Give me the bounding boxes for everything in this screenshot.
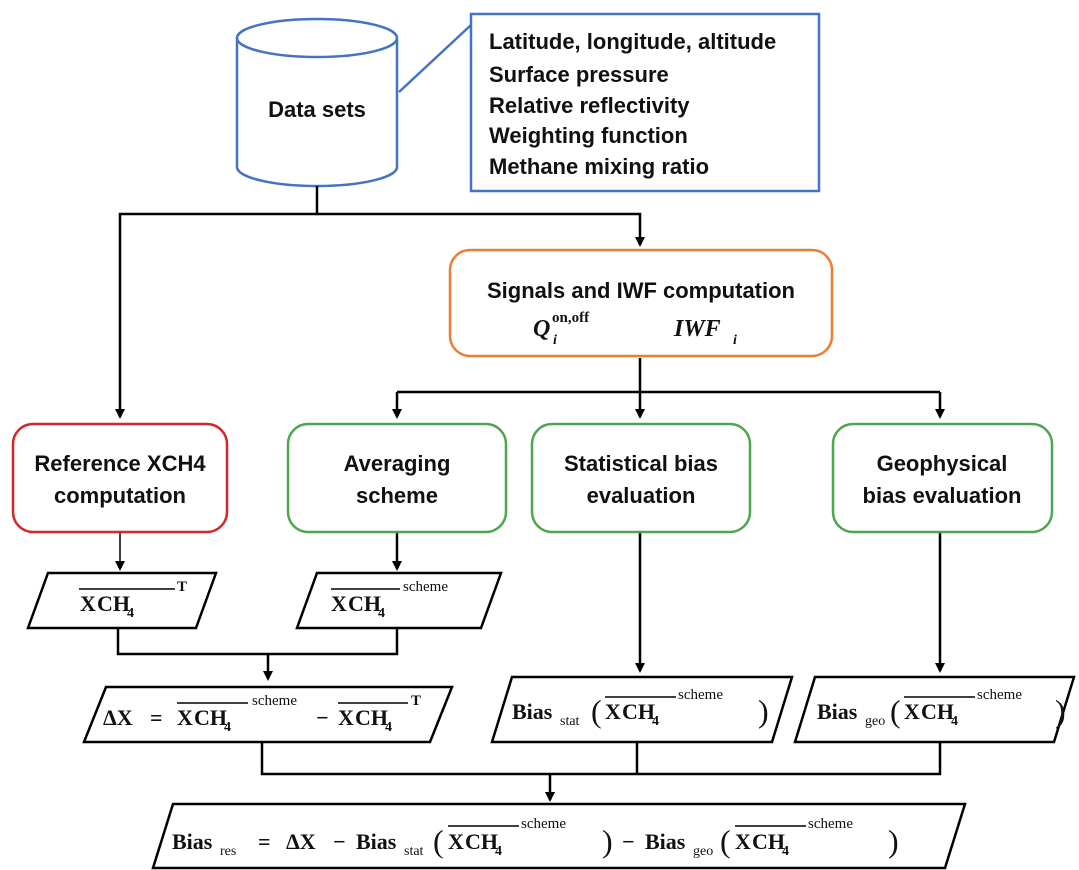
svg-text:scheme: scheme	[977, 687, 1022, 703]
svg-text:(: (	[433, 823, 444, 859]
svg-text:(: (	[890, 693, 901, 729]
q-symbol: Q on,off i	[533, 310, 590, 348]
svg-text:4: 4	[495, 844, 502, 859]
svg-text:CH: CH	[355, 705, 388, 730]
dataset-item: Surface pressure	[489, 62, 669, 87]
svg-text:geo: geo	[865, 714, 885, 729]
svg-text:scheme: scheme	[678, 687, 723, 703]
callout-line	[398, 24, 472, 93]
dataset-item: Weighting function	[489, 123, 688, 148]
svg-text:CH: CH	[921, 699, 954, 724]
svg-text:scheme: scheme	[521, 816, 566, 832]
svg-text:): )	[758, 693, 769, 729]
data-sets-label: Data sets	[268, 97, 366, 122]
svg-text:evaluation: evaluation	[587, 483, 696, 508]
svg-text:4: 4	[951, 714, 958, 729]
svg-text:scheme: scheme	[808, 816, 853, 832]
svg-text:X: X	[177, 705, 193, 730]
data-sets-cylinder: Data sets	[235, 17, 399, 188]
dataset-item: Relative reflectivity	[489, 93, 690, 118]
svg-text:): )	[888, 823, 899, 859]
dataset-items-box: Latitude, longitude, altitude Surface pr…	[398, 12, 821, 193]
svg-text:Bias: Bias	[356, 829, 397, 854]
svg-text:Reference XCH4: Reference XCH4	[34, 451, 206, 476]
svg-text:ΔX: ΔX	[103, 705, 133, 730]
svg-text:Q: Q	[533, 316, 550, 342]
svg-text:CH: CH	[465, 829, 498, 854]
signals-title: Signals and IWF computation	[487, 278, 795, 303]
svg-text:4: 4	[652, 714, 659, 729]
svg-text:X: X	[338, 705, 354, 730]
svg-text:CH: CH	[752, 829, 785, 854]
svg-text:−: −	[316, 705, 329, 730]
iwf-symbol: IWF i	[673, 316, 737, 348]
svg-text:−: −	[333, 829, 346, 854]
bias-geo-box: Bias geo ( X CH 4 scheme )	[793, 675, 1076, 744]
svg-text:geo: geo	[693, 844, 713, 859]
svg-text:4: 4	[127, 606, 134, 621]
svg-text:scheme: scheme	[252, 693, 297, 709]
svg-text:X: X	[331, 591, 347, 616]
svg-text:stat: stat	[404, 844, 424, 859]
svg-text:scheme: scheme	[403, 579, 448, 595]
geophysical-bias-box: Geophysical bias evaluation	[831, 422, 1054, 534]
svg-text:i: i	[553, 333, 557, 348]
svg-text:Bias: Bias	[645, 829, 686, 854]
svg-text:Bias: Bias	[512, 699, 553, 724]
svg-text:4: 4	[782, 844, 789, 859]
svg-text:scheme: scheme	[356, 483, 438, 508]
svg-text:T: T	[411, 693, 421, 709]
svg-text:T: T	[177, 579, 187, 595]
svg-text:4: 4	[385, 720, 392, 735]
svg-text:res: res	[220, 844, 236, 859]
svg-text:): )	[602, 823, 613, 859]
delta-x-box: ΔX = X CH 4 scheme − X CH 4 T	[82, 685, 454, 744]
reference-xch4-box: Reference XCH4 computation	[11, 422, 229, 534]
svg-text:Statistical bias: Statistical bias	[564, 451, 718, 476]
svg-text:i: i	[733, 333, 737, 348]
svg-text:X: X	[735, 829, 751, 854]
svg-text:stat: stat	[560, 714, 580, 729]
svg-text:CH: CH	[97, 591, 130, 616]
svg-text:Bias: Bias	[172, 829, 213, 854]
svg-text:CH: CH	[622, 699, 655, 724]
connectors	[115, 186, 945, 802]
svg-text:on,off: on,off	[552, 310, 590, 326]
statistical-bias-box: Statistical bias evaluation	[530, 422, 752, 534]
svg-text:X: X	[904, 699, 920, 724]
averaging-scheme-box: Averaging scheme	[286, 422, 508, 534]
svg-text:4: 4	[224, 720, 231, 735]
svg-text:X: X	[448, 829, 464, 854]
averaging-output: X CH 4 scheme	[295, 571, 503, 630]
svg-text:): )	[1055, 693, 1066, 729]
svg-text:IWF: IWF	[673, 316, 721, 342]
signals-iwf-box: Signals and IWF computation Q on,off i I…	[448, 248, 834, 358]
reference-output: X CH 4 T	[26, 571, 218, 630]
svg-text:(: (	[720, 823, 731, 859]
bias-stat-box: Bias stat ( X CH 4 scheme )	[490, 675, 794, 744]
svg-text:ΔX: ΔX	[286, 829, 316, 854]
dataset-item: Latitude, longitude, altitude	[489, 29, 776, 54]
svg-text:(: (	[591, 693, 602, 729]
svg-text:−: −	[622, 829, 635, 854]
svg-text:computation: computation	[54, 483, 186, 508]
svg-text:=: =	[150, 705, 163, 730]
svg-text:Geophysical: Geophysical	[877, 451, 1008, 476]
svg-text:Averaging: Averaging	[344, 451, 451, 476]
svg-text:CH: CH	[194, 705, 227, 730]
svg-text:4: 4	[378, 606, 385, 621]
svg-text:X: X	[80, 591, 96, 616]
svg-text:CH: CH	[348, 591, 381, 616]
dataset-item: Methane mixing ratio	[489, 154, 709, 179]
svg-text:Bias: Bias	[817, 699, 858, 724]
bias-residual-box: Bias res = ΔX − Bias stat ( X CH 4 schem…	[151, 802, 967, 870]
svg-text:=: =	[258, 829, 271, 854]
svg-text:bias evaluation: bias evaluation	[863, 483, 1022, 508]
svg-text:X: X	[605, 699, 621, 724]
